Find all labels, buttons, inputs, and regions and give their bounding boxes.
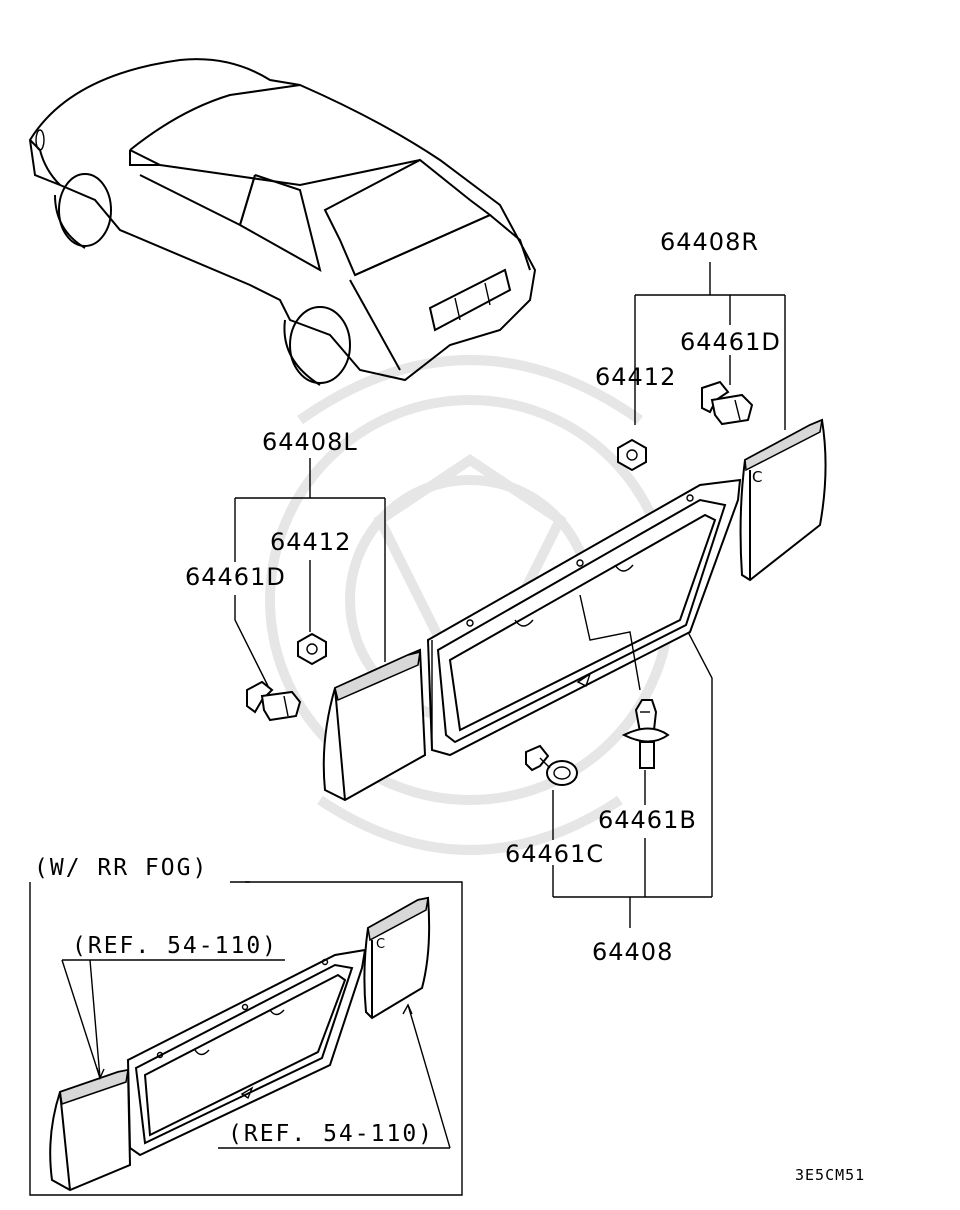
label-64461C: 64461C [505, 840, 604, 868]
label-64408R: 64408R [660, 228, 759, 256]
inset-rr-fog: (W/ RR FOG) C (REF. 54-110) (REF. 54-110… [29, 855, 463, 1196]
inset-title: (W/ RR FOG) [34, 855, 208, 881]
diagram-code: 3E5CM51 [795, 1166, 865, 1184]
fastener-64461B [621, 699, 670, 769]
label-64461D-left: 64461D [185, 563, 286, 591]
label-64412-left: 64412 [270, 528, 351, 556]
clip-64461D-left [246, 680, 302, 722]
label-64412-right: 64412 [595, 363, 676, 391]
panel-marker-inset: C [376, 937, 386, 952]
ref-label-upper: (REF. 54-110) [72, 933, 278, 959]
nut-64412-left [297, 632, 327, 666]
rear-license-garnish-64408 [426, 478, 742, 757]
nut-64412-right [617, 438, 647, 472]
ref-label-lower: (REF. 54-110) [228, 1121, 434, 1147]
clip-64461C [525, 744, 578, 786]
label-64461D-right: 64461D [680, 328, 781, 356]
clip-64461D-right [701, 380, 754, 426]
label-64408: 64408 [592, 938, 673, 966]
label-64408L: 64408L [262, 428, 358, 456]
right-reflector-panel: C [739, 418, 827, 582]
car-illustration [28, 58, 537, 386]
left-reflector-panel [322, 648, 427, 802]
leader-lines [234, 262, 786, 928]
panel-marker-right: C [752, 468, 763, 486]
label-64461B: 64461B [598, 806, 697, 834]
